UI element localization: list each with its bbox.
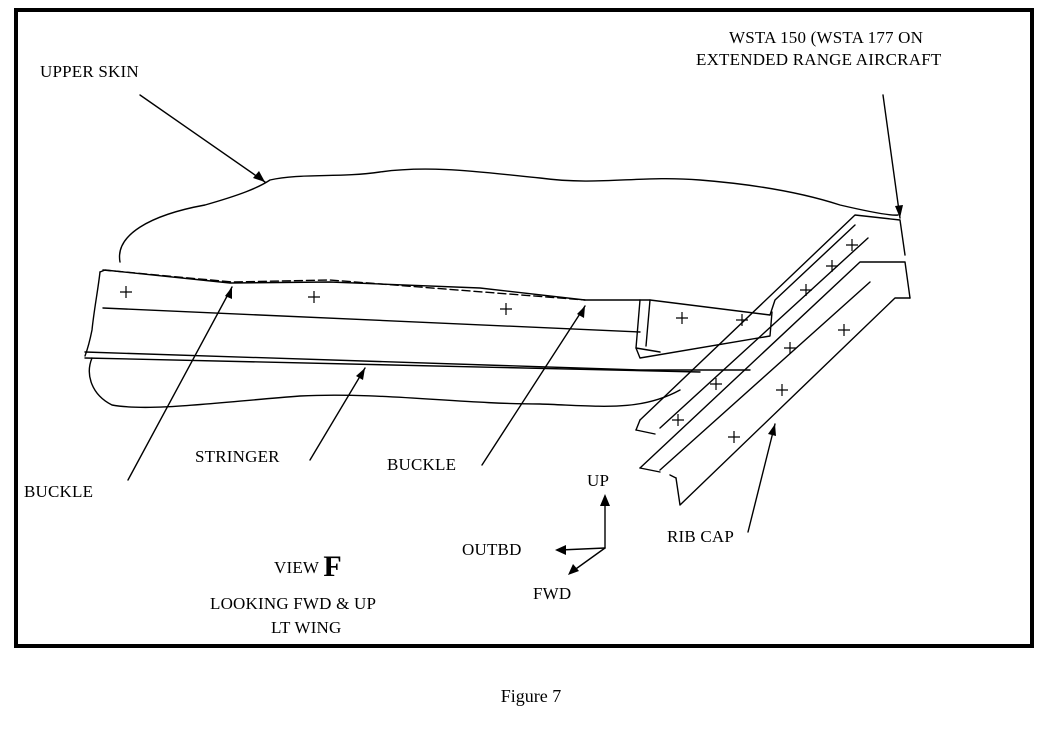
fastener-mark [710, 378, 722, 390]
view-subtitle: LOOKING FWD & UP [210, 594, 377, 613]
fastener-mark [736, 314, 748, 326]
arrowhead-outbd [555, 545, 566, 555]
leader-stringer [309, 367, 366, 461]
fastener-mark [838, 324, 850, 336]
fastener-mark [784, 342, 796, 354]
label-outbd: OUTBD [462, 540, 522, 559]
arrowhead-up [600, 494, 610, 506]
view-letter: F [323, 550, 342, 583]
label-wsta-line1: WSTA 150 (WSTA 177 ON [729, 28, 924, 47]
fastener-mark [676, 312, 688, 324]
arrowhead-upper-skin [253, 171, 265, 182]
label-upper-skin: UPPER SKIN [40, 62, 139, 81]
fastener-mark [846, 239, 858, 251]
fastener-mark [500, 303, 512, 315]
fastener-mark [672, 414, 684, 426]
label-up: UP [587, 471, 610, 490]
view-wing: LT WING [271, 618, 342, 637]
fastener-mark [800, 284, 812, 296]
arrowhead-buckle-left [225, 287, 232, 299]
figure-frame [14, 8, 1034, 648]
view-prefix: VIEW [274, 558, 319, 577]
arrowhead-stringer [356, 368, 365, 380]
upper-skin-outline [118, 168, 899, 263]
leader-upper-skin [139, 94, 266, 183]
axis-outbd [559, 547, 606, 551]
rib-cap [635, 214, 911, 506]
leader-buckle-left [127, 286, 233, 481]
label-wsta-line2: EXTENDED RANGE AIRCRAFT [696, 50, 942, 69]
fastener-mark [308, 291, 320, 303]
arrowhead-buckle-right [577, 306, 585, 318]
upper-skin-lower-outline [88, 357, 681, 409]
label-rib-cap: RIB CAP [667, 527, 735, 546]
arrowhead-rib-cap [768, 424, 776, 436]
figure-caption: Figure 7 [500, 686, 562, 706]
fastener-mark [728, 431, 740, 443]
arrowhead-fwd [568, 564, 579, 575]
fastener-mark [826, 260, 838, 272]
label-buckle-right: BUCKLE [387, 455, 457, 474]
arrowhead-wsta [895, 205, 903, 218]
label-buckle-left: BUCKLE [24, 482, 94, 501]
label-fwd: FWD [533, 584, 572, 603]
axis-fwd [572, 547, 606, 572]
leader-wsta [882, 94, 901, 219]
fastener-mark [776, 384, 788, 396]
stringer [84, 269, 773, 373]
leader-rib-cap [747, 423, 776, 533]
view-title: VIEW F [274, 552, 342, 582]
fastener-mark [120, 286, 132, 298]
label-stringer: STRINGER [195, 447, 280, 466]
leader-buckle-right [481, 305, 586, 466]
